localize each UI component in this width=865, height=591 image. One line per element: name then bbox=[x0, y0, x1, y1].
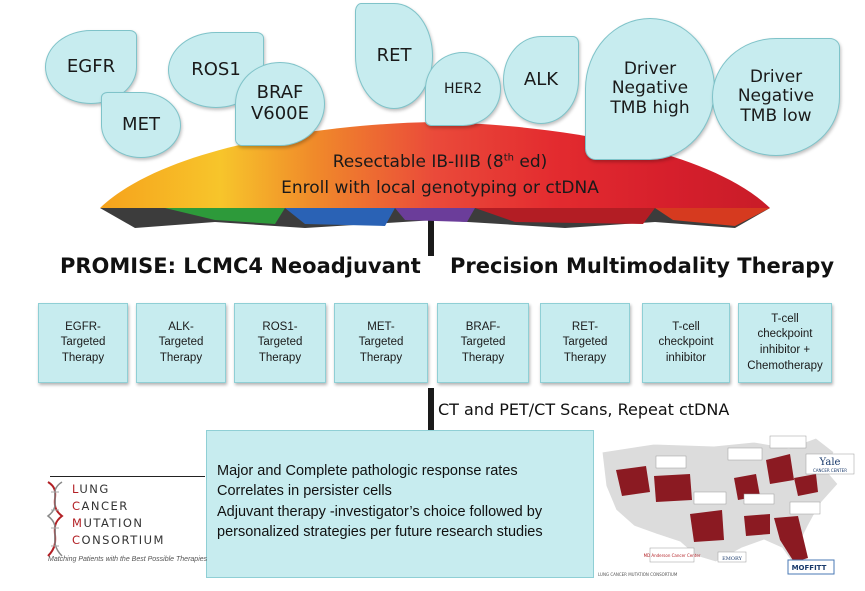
state-highlight-2 bbox=[654, 474, 692, 502]
map-label-moffitt: MOFFITT bbox=[792, 564, 827, 572]
state-highlight-5 bbox=[766, 454, 794, 484]
state-highlight-4 bbox=[734, 474, 760, 500]
umbrella-pole-bottom bbox=[428, 388, 434, 432]
site-badge-mdanderson bbox=[649, 547, 695, 563]
map-label-mdanderson: MD Anderson Cancer Center bbox=[644, 553, 701, 558]
site-badge-2 bbox=[727, 447, 763, 461]
logo-word-lung: LUNG bbox=[72, 482, 110, 496]
drop-ret: RET bbox=[355, 3, 433, 109]
logo-rule bbox=[50, 476, 205, 477]
state-highlight-1 bbox=[616, 466, 650, 496]
site-badge-6 bbox=[789, 501, 821, 515]
site-badge-yale bbox=[805, 453, 855, 475]
logo-word-mutation: MUTATION bbox=[72, 516, 144, 530]
state-highlight-7 bbox=[774, 516, 808, 562]
umbrella-line-1: Resectable IB-IIIB (8th ed) bbox=[332, 152, 548, 172]
site-badge-moffitt bbox=[787, 559, 835, 575]
response-line-1: Major and Complete pathologic response r… bbox=[217, 463, 518, 479]
state-highlight-3 bbox=[690, 510, 724, 542]
dna-helix-icon bbox=[46, 481, 64, 557]
site-badge-1 bbox=[655, 455, 687, 469]
drop-met: MET bbox=[101, 92, 181, 158]
us-sites-map: Yale CANCER CENTER MD Anderson Cancer Ce… bbox=[598, 435, 855, 577]
canopy-rim-purple bbox=[395, 208, 475, 222]
response-line-3: Adjuvant therapy -investigator’s choice … bbox=[217, 503, 543, 520]
state-highlight-6 bbox=[794, 474, 818, 496]
site-badge-3 bbox=[769, 435, 807, 449]
response-line-2: Correlates in persister cells bbox=[217, 483, 392, 500]
state-highlight-8 bbox=[744, 514, 770, 536]
response-line-4: personalized strategies per future resea… bbox=[217, 523, 543, 540]
logo-word-consortium: CONSORTIUM bbox=[72, 533, 165, 547]
canopy-rim-green bbox=[165, 208, 285, 224]
drop-egfr: EGFR bbox=[45, 30, 137, 104]
lcmc-logo: LUNG CANCER MUTATION CONSORTIUM Matching… bbox=[40, 476, 208, 576]
canopy-rim-orange bbox=[655, 208, 770, 226]
map-label-consortium: LUNG CANCER MUTATION CONSORTIUM bbox=[598, 572, 678, 577]
scans-label: CT and PET/CT Scans, Repeat ctDNA bbox=[438, 400, 730, 419]
logo-tagline: Matching Patients with the Best Possible… bbox=[48, 556, 208, 563]
heading-right: Precision Multimodality Therapy bbox=[450, 254, 835, 278]
site-badge-5 bbox=[743, 493, 775, 505]
response-box: Major and Complete pathologic response r… bbox=[206, 430, 594, 578]
canopy-rim-blue bbox=[285, 208, 395, 226]
canopy-rim-red bbox=[475, 208, 655, 224]
site-badge-emory bbox=[717, 551, 747, 563]
map-label-yale-sub: CANCER CENTER bbox=[813, 468, 847, 473]
logo-word-cancer: CANCER bbox=[72, 499, 129, 513]
umbrella-pole-lower bbox=[428, 238, 434, 256]
heading-left: PROMISE: LCMC4 Neoadjuvant bbox=[60, 254, 421, 278]
drop-her2: HER2 bbox=[425, 52, 501, 126]
map-label-emory: EMORY bbox=[722, 556, 742, 562]
site-badge-4 bbox=[693, 491, 727, 505]
umbrella-line-2: Enroll with local genotyping or ctDNA bbox=[281, 178, 599, 198]
map-label-yale: Yale bbox=[819, 457, 841, 468]
drop-alk: ALK bbox=[503, 36, 579, 124]
